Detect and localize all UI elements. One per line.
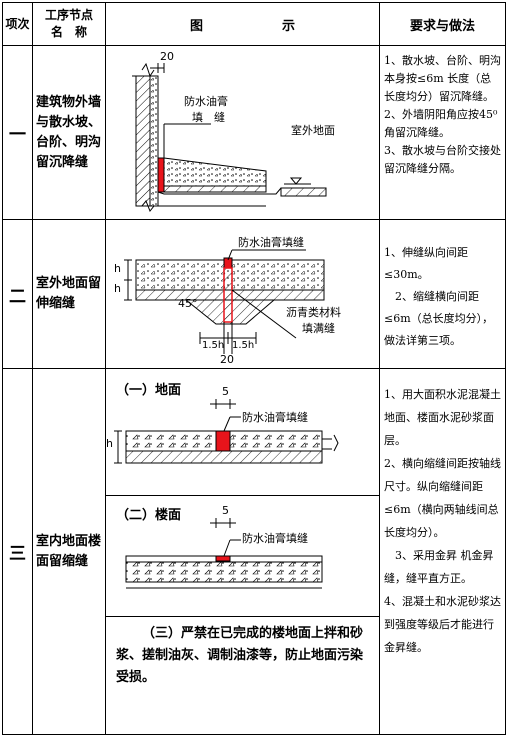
row-3-requirements: 1、用大面积水泥混凝土地面、楼面水泥砂浆面层。 2、横向缩缝间距按轴线尺寸。纵向… [379, 368, 506, 735]
row-3-fig-ground-h: h [106, 437, 113, 450]
row-2-dim-right: 1.5h [232, 340, 255, 351]
row-1: 一 建筑物外墙与散水坡、台阶、明沟留沉降缝 [2, 45, 506, 220]
row-2: 二 室外地面留伸缩缝 [2, 219, 506, 369]
header-figure-a: 图 [189, 18, 203, 34]
row-2-number: 二 [2, 219, 33, 369]
row-2-drawing [124, 249, 325, 354]
row-2-dim-bottom: 20 [220, 353, 234, 366]
header-requirements: 要求与做法 [379, 2, 506, 46]
row-1-req-2: 2、外墙阴阳角应按45⁰ 角留沉降缝。 [384, 108, 498, 139]
row-3-fig-floor-label: 防水油膏填缝 [242, 532, 308, 545]
row-3-req-2: 2、横向缩缝间距按轴线尺寸。纵向缩缝间距≤6m（横向两轴线间总长度均分）。 [384, 457, 501, 539]
row-1-label-ground: 室外地面 [291, 124, 335, 137]
header-process-line1: 工序节点 [44, 8, 93, 22]
row-3-fig-ground-dim: 5 [222, 385, 229, 398]
row-3-fig-ground-label: 防水油膏填缝 [242, 411, 308, 424]
row-3-note: （三）严禁在已完成的楼地面上拌和砂浆、搓制油灰、调制油漆等，防止地面污染受损。 [116, 626, 364, 685]
row-1-drawing [132, 62, 327, 212]
row-3-drawing-ground [114, 399, 339, 464]
header-figure-b: 示 [282, 18, 296, 34]
row-1-name: 建筑物外墙与散水坡、台阶、明沟留沉降缝 [32, 45, 106, 220]
row-3-fig-ground-title: （一）地面 [116, 383, 182, 398]
row-1-dim-top: 20 [160, 50, 174, 63]
row-3-name: 室内地面楼面留缩缝 [32, 368, 106, 735]
row-3-fig-floor: （二）楼面 5 防水油膏填缝 [106, 496, 379, 617]
row-2-angle: 45° [178, 297, 198, 310]
row-3-drawing-floor [125, 518, 323, 589]
row-3-req-4: 4、混凝土和水泥砂浆达到强度等级后才能进行金昇缝。 [384, 595, 501, 654]
row-2-name: 室外地面留伸缩缝 [32, 219, 106, 369]
row-1-number: 一 [2, 45, 33, 220]
header-row: 项次 工序节点 名 称 图 示 要求与做法 [2, 2, 506, 46]
row-3-fig-floor-title: （二）楼面 [116, 508, 182, 523]
row-2-figure: 防水油膏填缝 45° h h 1.5h 1.5h 20 沥青类材料 填满缝 [105, 219, 380, 369]
row-3-fig-ground: （一）地面 5 防水油膏填缝 h [106, 369, 379, 496]
row-1-figure: 20 防水油膏 填 缝 室外地面 [105, 45, 380, 220]
row-2-label-fill: 填满缝 [302, 322, 335, 335]
row-1-label-fill: 填 缝 [192, 111, 225, 124]
row-1-requirements: 1、散水坡、台阶、明沟本身按≤6m 长度（总长度均分）留沉降缝。 2、外墙阴阳角… [379, 45, 506, 220]
row-3-figures: （一）地面 5 防水油膏填缝 h [105, 368, 380, 735]
header-process-name: 工序节点 名 称 [32, 2, 106, 46]
row-1-label-sealant: 防水油膏 [184, 95, 228, 108]
row-1-req-1: 1、散水坡、台阶、明沟本身按≤6m 长度（总长度均分）留沉降缝。 [384, 54, 501, 103]
row-2-label-asphalt: 沥青类材料 [286, 306, 341, 319]
row-2-requirements: 1、伸缝纵向间距≤30m。 2、缩缝横向间距≤6m（总长度均分），做法详第三项。 [379, 219, 506, 369]
row-2-dim-left: 1.5h [202, 340, 225, 351]
row-2-h-upper: h [114, 262, 121, 275]
header-process-line2: 名 称 [50, 25, 87, 39]
row-3-fig-floor-dim: 5 [222, 504, 229, 517]
header-item-no: 项次 [2, 2, 33, 46]
row-3-req-3: 3、采用金昇 机金昇缝，缝平直方正。 [384, 549, 494, 585]
row-3: 三 室内地面楼面留缩缝 [2, 368, 506, 735]
row-1-req-3: 3、散水坡与台阶交接处留沉降缝分隔。 [384, 144, 501, 175]
header-figure: 图 示 [105, 2, 380, 46]
row-3-req-1: 1、用大面积水泥混凝土地面、楼面水泥砂浆面层。 [384, 388, 501, 447]
row-2-h-lower: h [114, 282, 121, 295]
row-2-req-1: 1、伸缝纵向间距≤30m。 [384, 246, 468, 281]
row-2-req-2: 2、缩缝横向间距≤6m（总长度均分），做法详第三项。 [384, 290, 494, 347]
row-3-number: 三 [2, 368, 33, 735]
row-2-label-sealant: 防水油膏填缝 [238, 236, 304, 249]
